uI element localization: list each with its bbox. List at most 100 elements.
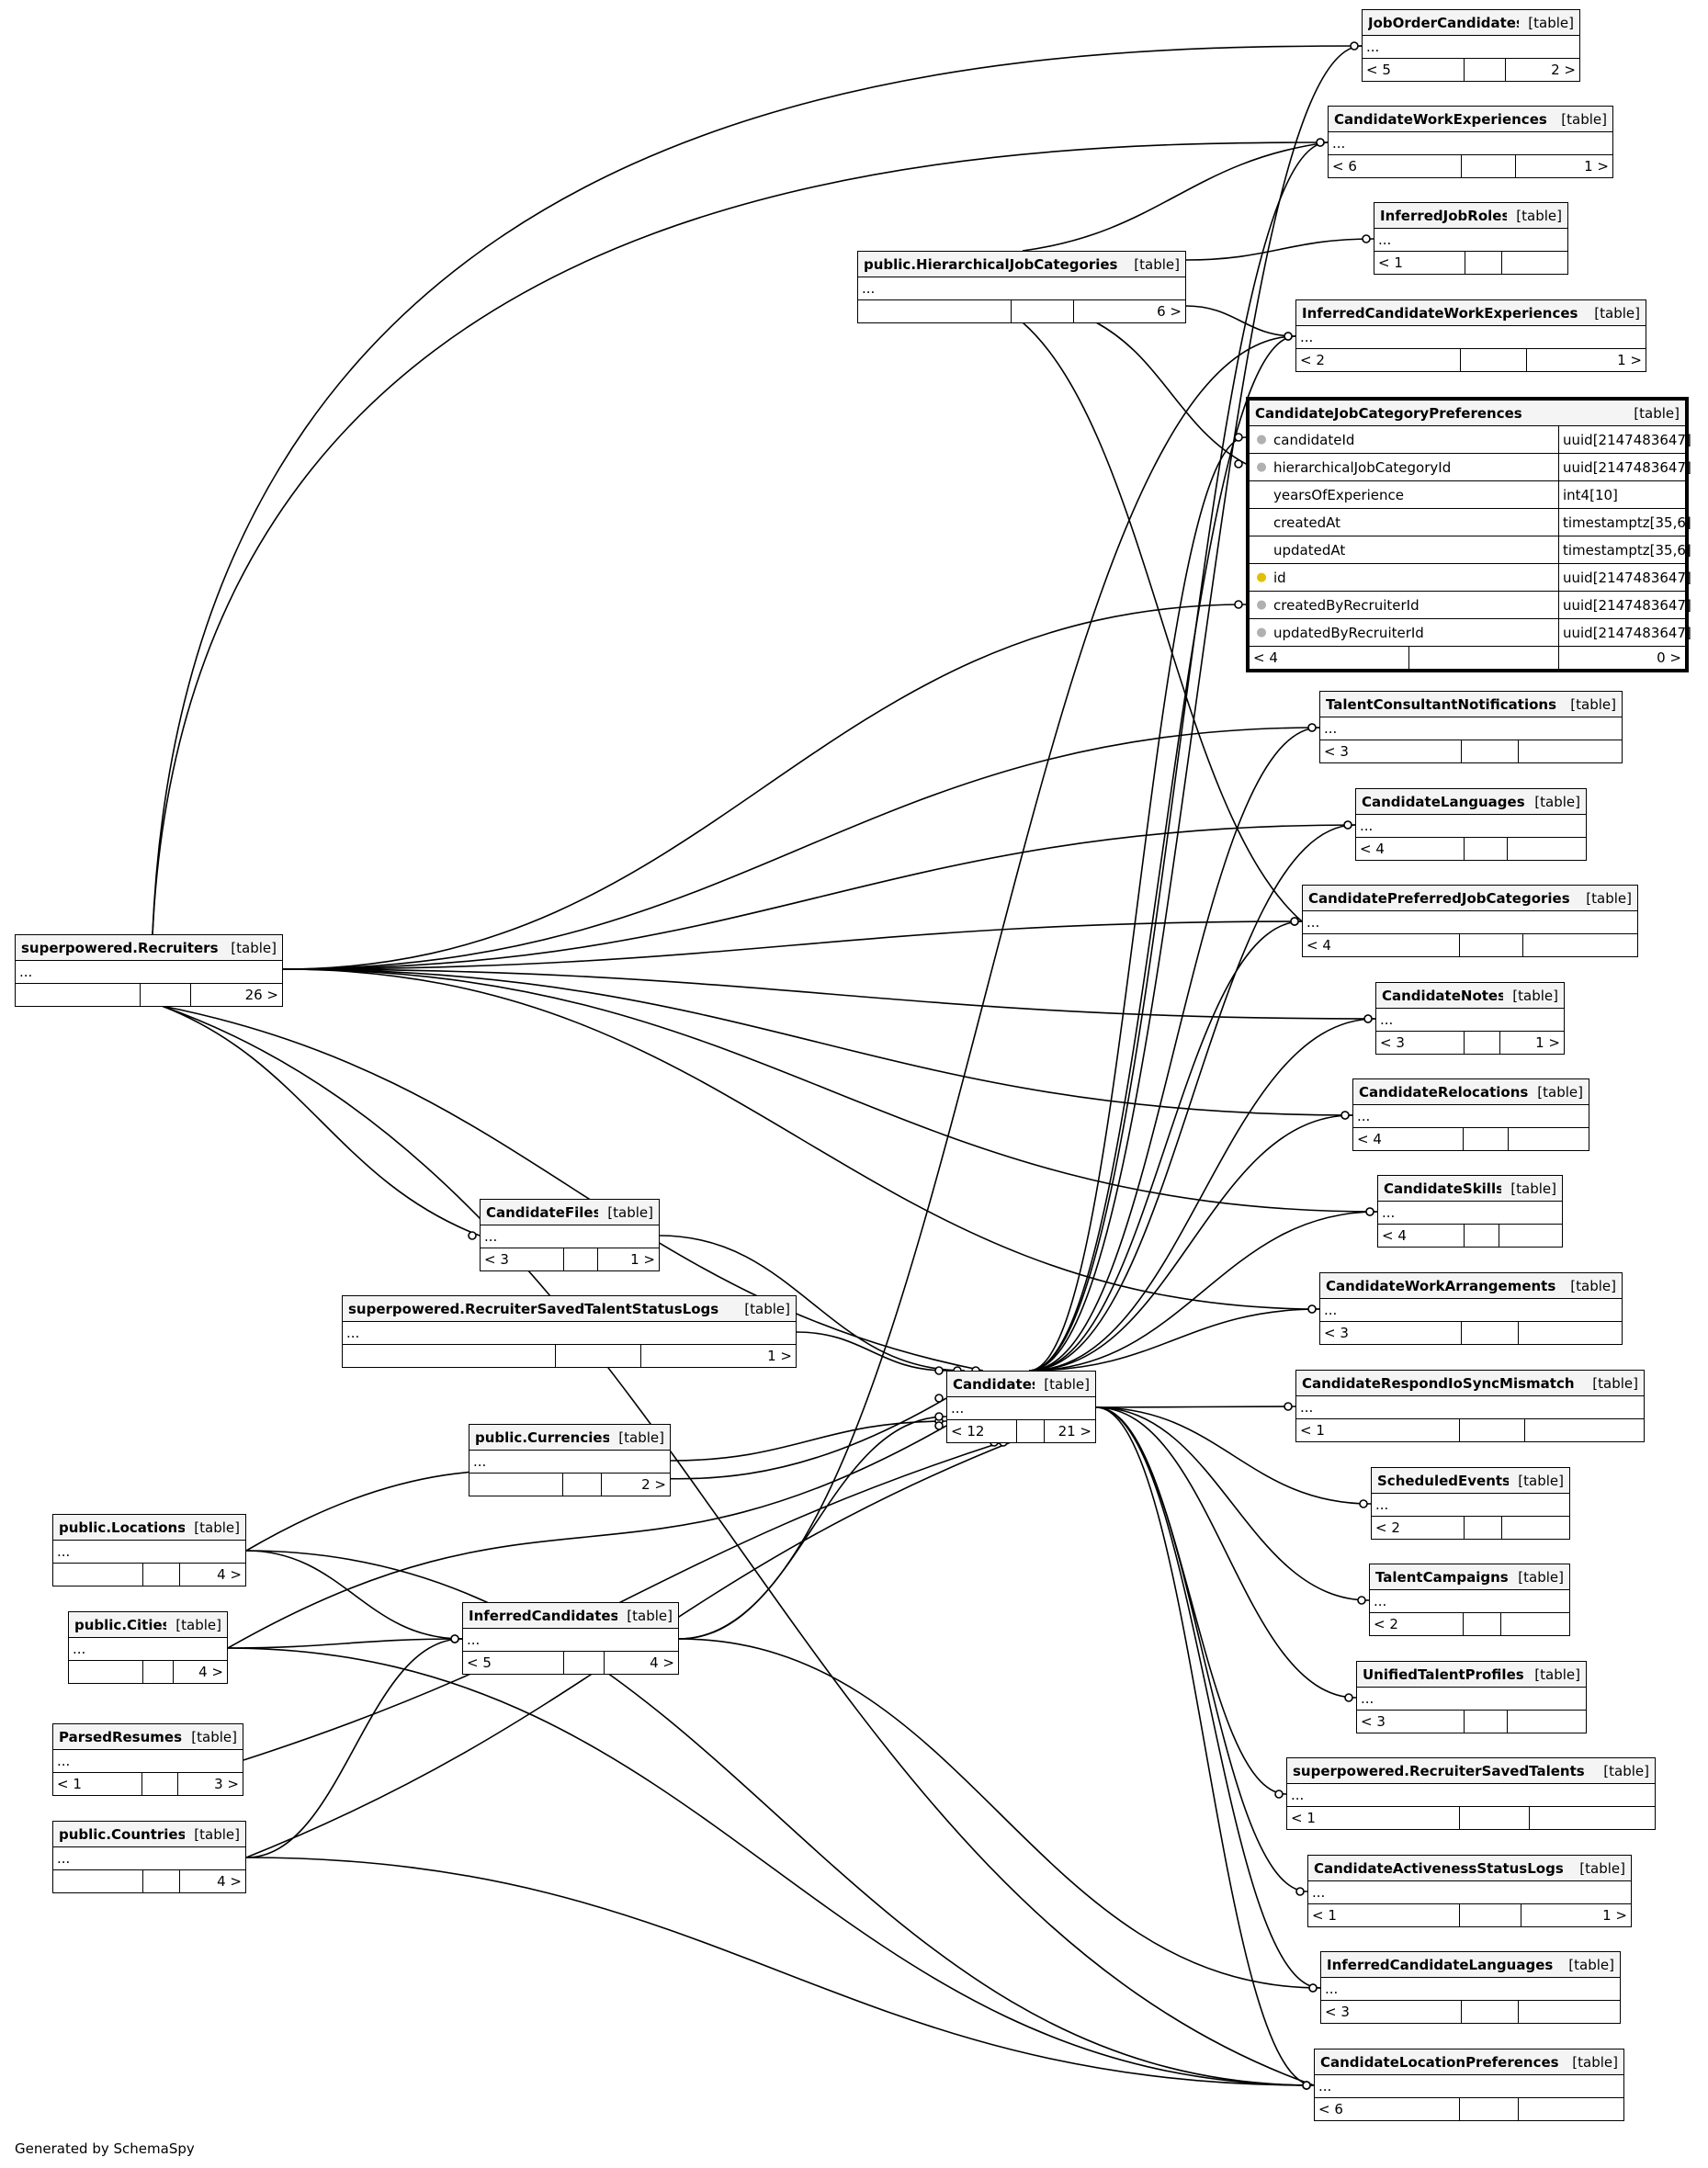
table-candidate-preferred-job-categories[interactable]: CandidatePreferredJobCategories[table]..… [1302, 885, 1638, 957]
parents-count[interactable] [69, 1661, 143, 1683]
parents-count[interactable]: < 3 [1320, 1322, 1463, 1344]
parents-count[interactable]: < 1 [1374, 252, 1465, 274]
table-inferred-candidate-languages[interactable]: InferredCandidateLanguages[table]...< 3 [1320, 1951, 1621, 2024]
table-unified-talent-profiles[interactable]: UnifiedTalentProfiles[table]...< 3 [1356, 1661, 1587, 1733]
parents-count[interactable]: < 12 [947, 1420, 1017, 1442]
children-count[interactable] [1530, 1807, 1655, 1829]
children-count[interactable]: 3 > [214, 1776, 239, 1792]
children-count[interactable] [1508, 1711, 1586, 1733]
parents-count[interactable]: < 2 [1370, 1613, 1464, 1635]
children-count[interactable] [1519, 2001, 1621, 2023]
children-count[interactable]: 26 > [244, 987, 278, 1003]
children-count[interactable]: 1 > [1584, 158, 1609, 175]
children-count[interactable]: 6 > [1157, 303, 1182, 320]
table-locations[interactable]: public.Locations[table]...4 > [52, 1514, 246, 1586]
table-talent-campaigns[interactable]: TalentCampaigns[table]...< 2 [1369, 1564, 1570, 1636]
table-talent-consultant-notifications[interactable]: TalentConsultantNotifications[table]...<… [1319, 691, 1623, 763]
children-count[interactable]: 2 > [641, 1476, 666, 1493]
children-count[interactable]: 4 > [650, 1654, 674, 1671]
children-count[interactable] [1519, 1322, 1622, 1344]
table-recruiter-saved-talent-status-logs[interactable]: superpowered.RecruiterSavedTalentStatusL… [342, 1295, 797, 1368]
table-inferred-job-roles[interactable]: InferredJobRoles[table]...< 1 [1374, 202, 1568, 275]
children-count[interactable]: 1 > [1617, 352, 1642, 368]
table-candidate-respond-io-sync-mismatch[interactable]: CandidateRespondIoSyncMismatch[table]...… [1295, 1370, 1645, 1442]
table-currencies[interactable]: public.Currencies[table]...2 > [469, 1424, 671, 1496]
parents-count[interactable]: < 4 [1378, 1225, 1465, 1247]
children-count[interactable]: 1 > [1602, 1907, 1627, 1924]
children-count[interactable] [1501, 1613, 1569, 1635]
parents-count[interactable]: < 6 [1315, 2098, 1460, 2120]
parents-count[interactable]: < 4 [1303, 934, 1461, 956]
children-count[interactable] [1502, 1517, 1569, 1539]
table-hierarchical-job-categories[interactable]: public.HierarchicalJobCategories[table].… [857, 251, 1186, 323]
parents-count[interactable]: < 3 [1321, 2001, 1462, 2023]
parents-count[interactable] [53, 1564, 144, 1586]
parents-count[interactable]: < 4 [1353, 1128, 1465, 1150]
parents-count[interactable]: < 3 [1320, 740, 1463, 762]
children-count[interactable] [1509, 1128, 1589, 1150]
children-count[interactable]: 1 > [630, 1251, 655, 1268]
children-count[interactable]: 2 > [1551, 62, 1576, 78]
parents-count[interactable] [343, 1345, 556, 1367]
children-count[interactable] [1508, 838, 1586, 860]
table-candidate-languages[interactable]: CandidateLanguages[table]...< 4 [1355, 788, 1587, 861]
table-inferred-candidate-work-experiences[interactable]: InferredCandidateWorkExperiences[table].… [1295, 299, 1646, 372]
parents-count[interactable]: < 2 [1296, 349, 1461, 371]
parents-count[interactable]: < 5 [463, 1652, 564, 1674]
table-recruiters[interactable]: superpowered.Recruiters[table]...26 > [15, 934, 283, 1007]
children-count[interactable]: 4 > [217, 1566, 242, 1583]
table-candidate-job-category-preferences[interactable]: CandidateJobCategoryPreferences[table]●c… [1246, 397, 1691, 672]
parents-count[interactable]: < 3 [1376, 1032, 1465, 1054]
parents-count[interactable] [858, 300, 1012, 322]
table-candidate-activeness-status-logs[interactable]: CandidateActivenessStatusLogs[table]...<… [1307, 1855, 1632, 1927]
parents-count[interactable]: < 1 [1287, 1807, 1460, 1829]
table-candidate-work-arrangements[interactable]: CandidateWorkArrangements[table]...< 3 [1319, 1272, 1623, 1345]
children-count[interactable] [1523, 934, 1637, 956]
table-countries[interactable]: public.Countries[table]...4 > [52, 1821, 246, 1893]
children-count[interactable] [1519, 2098, 1623, 2120]
table-cities[interactable]: public.Cities[table]...4 > [68, 1611, 228, 1684]
parents-count[interactable]: < 3 [1357, 1711, 1465, 1733]
parents-count[interactable] [53, 1870, 144, 1892]
parents-count[interactable]: < 1 [53, 1773, 142, 1795]
children-count[interactable]: 0 > [1657, 649, 1681, 666]
parents-count[interactable] [16, 984, 141, 1006]
parents-count[interactable]: < 3 [481, 1248, 565, 1270]
parents-count[interactable]: < 2 [1372, 1517, 1465, 1539]
children-count[interactable] [1499, 1225, 1562, 1247]
children-count[interactable]: 1 > [767, 1348, 792, 1364]
children-count[interactable]: 4 > [198, 1664, 223, 1680]
parents-count[interactable]: < 6 [1329, 155, 1463, 177]
table-candidate-location-preferences[interactable]: CandidateLocationPreferences[table]...< … [1314, 2049, 1624, 2121]
children-count[interactable] [1525, 1419, 1644, 1441]
children-count[interactable] [1502, 252, 1567, 274]
parents-count[interactable] [469, 1474, 564, 1496]
parents-count[interactable]: < 4 [1356, 838, 1465, 860]
parents-count[interactable]: < 1 [1296, 1419, 1460, 1441]
table-recruiter-saved-talents[interactable]: superpowered.RecruiterSavedTalents[table… [1286, 1757, 1656, 1830]
table-candidate-skills[interactable]: CandidateSkills[table]...< 4 [1377, 1175, 1563, 1248]
children-count[interactable]: 1 > [1535, 1034, 1560, 1051]
children-count[interactable]: 21 > [1058, 1423, 1092, 1440]
table-candidate-relocations[interactable]: CandidateRelocations[table]...< 4 [1352, 1078, 1589, 1151]
table-scheduled-events[interactable]: ScheduledEvents[table]...< 2 [1371, 1467, 1570, 1540]
children-count[interactable]: 4 > [217, 1873, 242, 1890]
parents-count[interactable]: < 4 [1250, 647, 1409, 669]
parents-count[interactable]: < 1 [1308, 1904, 1460, 1926]
children-count[interactable] [1519, 740, 1622, 762]
